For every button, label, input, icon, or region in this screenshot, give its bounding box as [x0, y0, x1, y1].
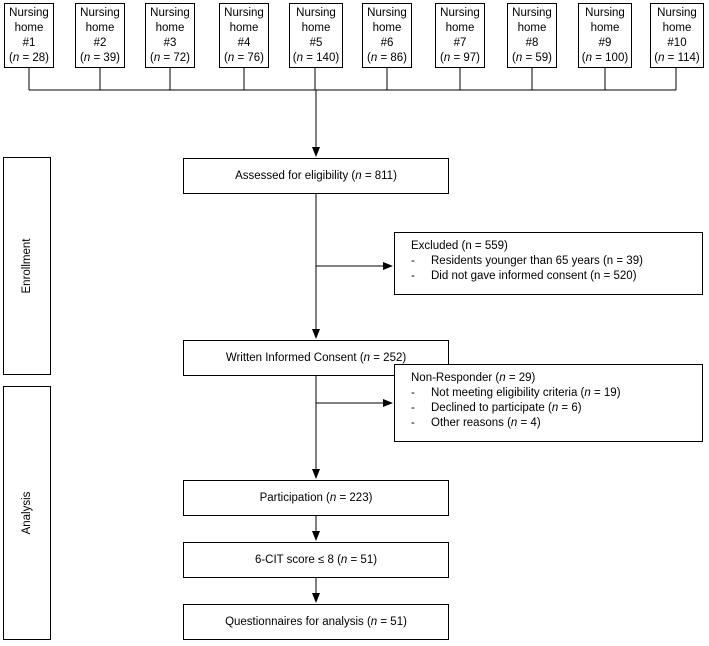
home-count: 140: [316, 52, 336, 64]
nursing-home-box-5: Nursing home #5 (n = 140): [289, 3, 343, 68]
home-subtitle: home: [301, 22, 331, 34]
nursing-home-box-4: Nursing home #4 (n = 76): [219, 3, 269, 68]
nursing-home-box-8: Nursing home #8 (n = 59): [507, 3, 557, 68]
home-number: #6: [380, 37, 394, 49]
home-title: Nursing: [367, 7, 407, 19]
home-title: Nursing: [150, 7, 190, 19]
home-count: 86: [390, 52, 404, 64]
cit-score-box: 6-CIT score ≤ 8 (n = 51): [183, 542, 449, 578]
nursing-home-box-6: Nursing home #6 (n = 86): [362, 3, 412, 68]
non-responder-box: Non-Responder (n = 29) -Not meeting elig…: [394, 364, 703, 442]
nursing-home-box-1: Nursing home #1 (n = 28): [4, 3, 54, 68]
home-title: Nursing: [296, 7, 336, 19]
home-count: 72: [173, 52, 187, 64]
analysis-label: Analysis: [21, 491, 33, 535]
excluded-box: Excluded (n = 559) -Residents younger th…: [394, 232, 703, 295]
enrollment-stage-panel: Enrollment: [3, 157, 51, 375]
participation-box: Participation (n = 223): [183, 480, 449, 516]
home-number: #9: [598, 37, 612, 49]
home-number: #10: [667, 37, 687, 49]
excluded-item: -Residents younger than 65 years (n = 39…: [411, 255, 643, 267]
home-title: Nursing: [80, 7, 120, 19]
home-count: 97: [463, 52, 477, 64]
home-count: 59: [535, 52, 549, 64]
home-number: #5: [309, 37, 323, 49]
home-title: Nursing: [440, 7, 480, 19]
nursing-home-box-3: Nursing home #3 (n = 72): [145, 3, 195, 68]
home-count: 28: [32, 52, 46, 64]
home-subtitle: home: [445, 22, 475, 34]
home-count: 114: [677, 52, 696, 64]
home-number: #4: [237, 37, 251, 49]
assessed-box: Assessed for eligibility (n = 811): [183, 158, 449, 194]
home-subtitle: home: [229, 22, 259, 34]
home-number: #1: [22, 37, 36, 49]
home-count: 76: [247, 52, 261, 64]
questionnaires-box: Questionnaires for analysis (n = 51): [183, 604, 449, 640]
home-title: Nursing: [9, 7, 49, 19]
nursing-home-box-10: Nursing home #10 (n = 114): [650, 3, 704, 68]
home-subtitle: home: [14, 22, 44, 34]
home-subtitle: home: [85, 22, 115, 34]
home-number: #8: [525, 37, 539, 49]
home-subtitle: home: [372, 22, 402, 34]
excluded-title: Excluded (n = 559): [411, 240, 508, 252]
non-responder-item: -Not meeting eligibility criteria (n = 1…: [411, 387, 621, 399]
home-subtitle: home: [662, 22, 692, 34]
home-number: #2: [93, 37, 107, 49]
excluded-item: -Did not gave informed consent (n = 520): [411, 270, 637, 282]
home-count: 100: [605, 52, 625, 64]
nursing-home-box-9: Nursing home #9 (n = 100): [578, 3, 632, 68]
non-responder-title: Non-Responder (n = 29): [411, 372, 536, 384]
home-title: Nursing: [512, 7, 552, 19]
analysis-stage-panel: Analysis: [3, 386, 51, 640]
home-title: Nursing: [224, 7, 264, 19]
consent-box: Written Informed Consent (n = 252): [183, 340, 449, 376]
nursing-home-box-2: Nursing home #2 (n = 39): [75, 3, 125, 68]
home-number: #3: [163, 37, 177, 49]
home-subtitle: home: [590, 22, 620, 34]
non-responder-item: -Other reasons (n = 4): [411, 417, 541, 429]
non-responder-item: -Declined to participate (n = 6): [411, 402, 582, 414]
home-number: #7: [453, 37, 467, 49]
enrollment-label: Enrollment: [21, 238, 33, 294]
home-subtitle: home: [155, 22, 185, 34]
home-title: Nursing: [657, 7, 697, 19]
home-subtitle: home: [517, 22, 547, 34]
nursing-home-box-7: Nursing home #7 (n = 97): [435, 3, 485, 68]
home-title: Nursing: [585, 7, 625, 19]
home-count: 39: [103, 52, 117, 64]
